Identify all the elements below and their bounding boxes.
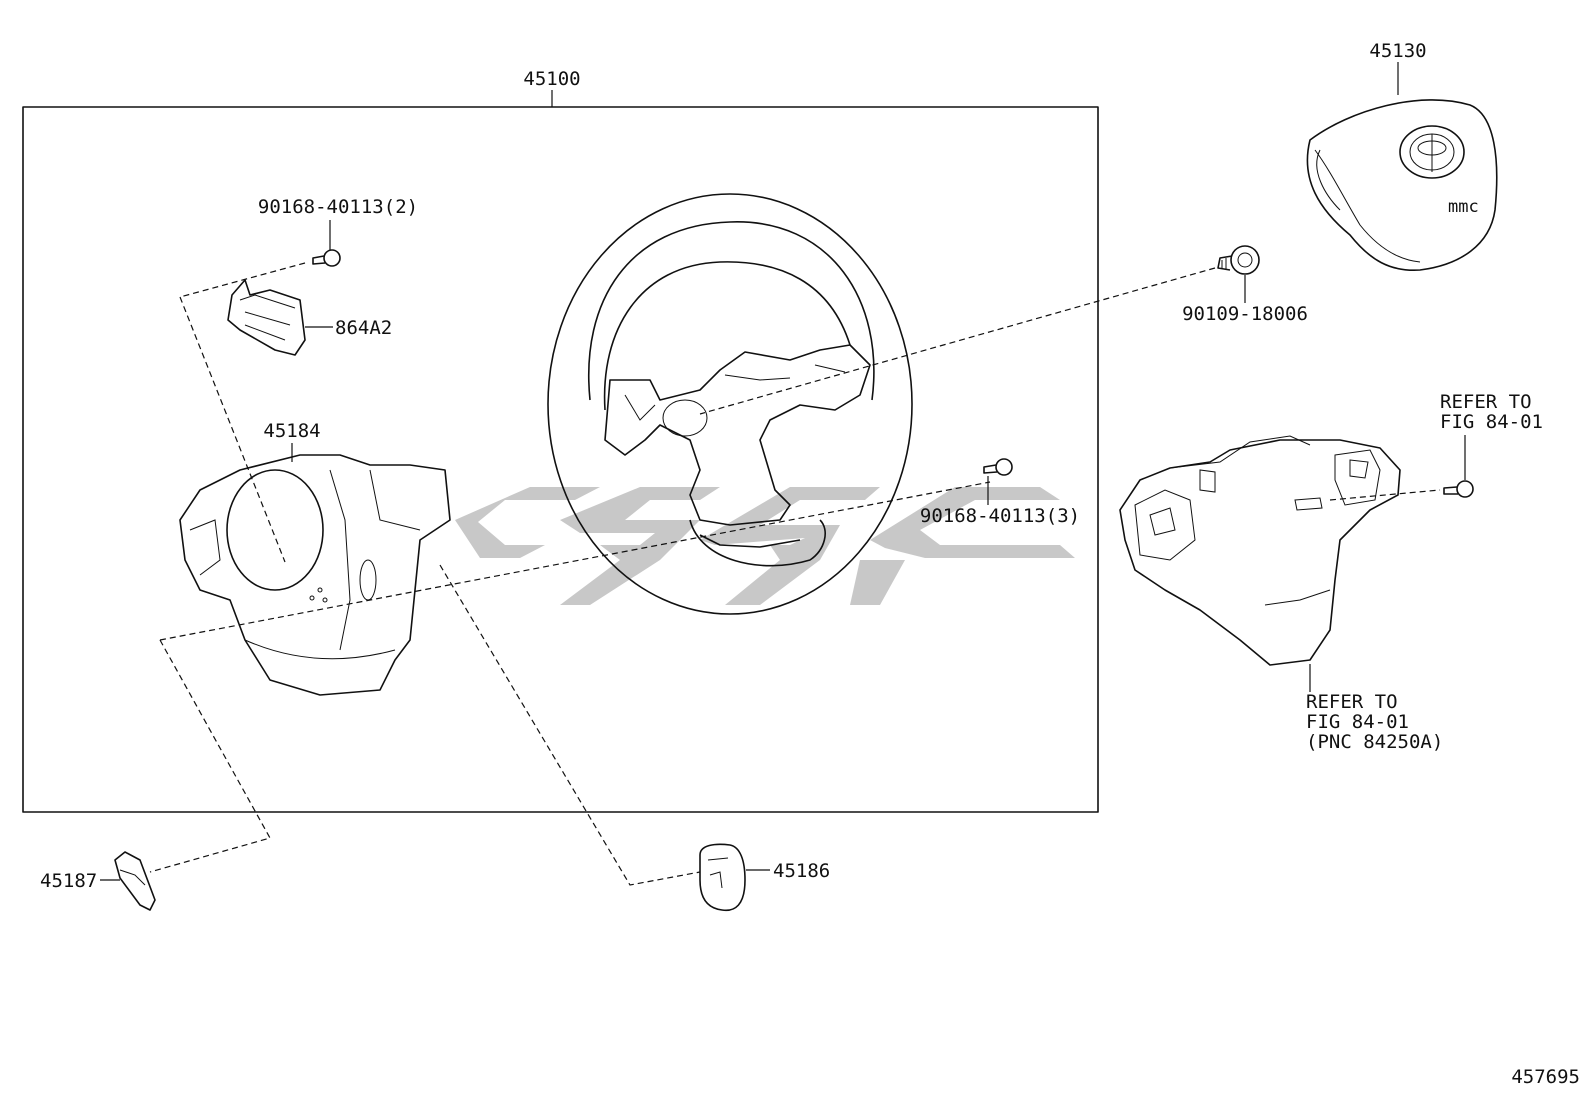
refer-switch-line3: (PNC 84250A) [1306, 731, 1443, 753]
screw-90168-40113-top: 90168-40113(2) [258, 196, 418, 267]
emblem-text: mmc [1448, 197, 1479, 217]
refer-switch-line1: REFER TO [1306, 691, 1398, 713]
assembly-box-45100: 45100 [22, 68, 1099, 813]
dashed-line-90109 [699, 267, 1216, 415]
bracket-864A2: 864A2 [227, 279, 392, 356]
label-864A2: 864A2 [335, 317, 392, 339]
part-45187: 45187 [40, 851, 156, 911]
label-90109-18006: 90109-18006 [1182, 303, 1308, 325]
refer-right-line2: FIG 84-01 [1440, 411, 1543, 433]
diagram-id: 457695 [1511, 1066, 1580, 1088]
dashed-line-bracket [179, 296, 286, 563]
label-45184: 45184 [263, 420, 320, 442]
dashed-line-45186 [439, 564, 701, 886]
label-45100: 45100 [523, 68, 580, 90]
horn-pad-45130: mmc 45130 [1306, 40, 1498, 271]
dashed-line-switch [1329, 489, 1441, 501]
label-45186: 45186 [773, 860, 830, 882]
steering-wheel [547, 193, 913, 615]
watermark-logo [455, 487, 1075, 605]
screw-switch-right [1443, 435, 1474, 498]
lower-cover-45184: 45184 [179, 420, 451, 696]
label-90168-40113-mid: 90168-40113(3) [920, 505, 1080, 527]
refer-switch-line2: FIG 84-01 [1306, 711, 1409, 733]
bolt-90109-18006: 90109-18006 [1182, 245, 1308, 325]
label-45187: 45187 [40, 870, 97, 892]
part-45186: 45186 [699, 843, 830, 912]
switch-assembly [1119, 435, 1401, 692]
dashed-line-45187 [149, 639, 271, 873]
dashed-line-screw-top [179, 262, 306, 298]
refer-right-line1: REFER TO [1440, 391, 1532, 413]
label-90168-40113-top: 90168-40113(2) [258, 196, 418, 218]
dashed-line-mid [159, 481, 991, 641]
label-45130: 45130 [1369, 40, 1426, 62]
screw-90168-40113-mid: 90168-40113(3) [920, 458, 1080, 527]
